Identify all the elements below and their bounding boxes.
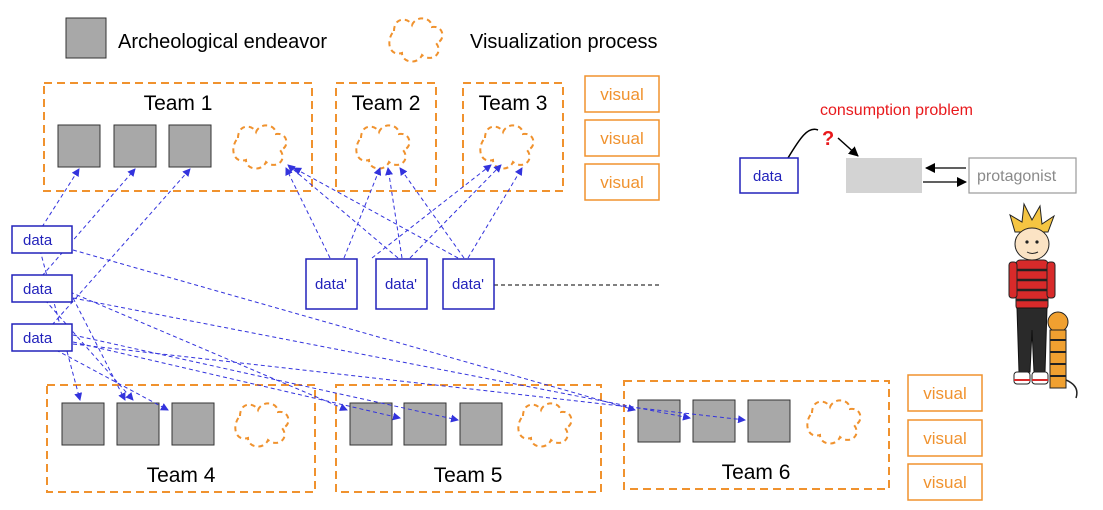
placeholder-box bbox=[846, 158, 922, 193]
team-1-box bbox=[43, 82, 313, 192]
consumption-data-label: data bbox=[753, 168, 783, 185]
arrow bbox=[41, 168, 136, 277]
arrow bbox=[72, 249, 636, 412]
data-box: data bbox=[11, 225, 73, 254]
connector-curve bbox=[787, 128, 819, 159]
team-4-artifact bbox=[116, 402, 160, 446]
arrow bbox=[72, 343, 746, 424]
visual-output-label: visual bbox=[923, 473, 966, 492]
team-2-label: Team 2 bbox=[352, 92, 421, 115]
visual-output-label: visual bbox=[600, 173, 643, 192]
team-4-artifact bbox=[61, 402, 105, 446]
visual-output: visual bbox=[584, 163, 660, 201]
question-mark: ? bbox=[822, 128, 834, 150]
legend-visualization-label: Visualization process bbox=[470, 31, 658, 53]
visual-output-label: visual bbox=[923, 384, 966, 403]
team-3-label: Team 3 bbox=[479, 92, 548, 115]
consumption-problem: consumption problem ? data protagonist bbox=[739, 102, 1077, 194]
team-6-artifact bbox=[692, 399, 736, 443]
team-1-artifact bbox=[113, 124, 157, 168]
data-box-label: data bbox=[23, 330, 53, 347]
data-prime-label: data' bbox=[452, 276, 484, 293]
team-1-label: Team 1 bbox=[144, 92, 213, 115]
visual-output: visual bbox=[907, 419, 983, 457]
visual-outputs: visual visual visual visual visual visua… bbox=[584, 75, 983, 501]
legend-visualization-cloud-icon bbox=[388, 17, 444, 63]
protagonist-label: protagonist bbox=[977, 168, 1057, 185]
team-1-artifact bbox=[57, 124, 101, 168]
visual-output-label: visual bbox=[600, 129, 643, 148]
visual-output: visual bbox=[907, 463, 983, 501]
visual-output: visual bbox=[907, 374, 983, 412]
arrow bbox=[409, 164, 502, 259]
data-prime-box: data' bbox=[305, 258, 358, 310]
arrow bbox=[69, 291, 126, 401]
team-6-artifact bbox=[637, 399, 681, 443]
arrow bbox=[55, 349, 169, 411]
protagonist-box bbox=[968, 157, 1077, 194]
team-3-visualization-cloud-icon bbox=[479, 124, 535, 170]
data-box-label: data bbox=[23, 281, 53, 298]
arrow bbox=[399, 167, 465, 259]
arrow bbox=[343, 167, 382, 259]
consumption-problem-label: consumption problem bbox=[820, 102, 973, 119]
team-6-box bbox=[623, 380, 890, 490]
visual-output: visual bbox=[584, 75, 660, 113]
consumption-data-box bbox=[739, 157, 799, 194]
team-5-artifact bbox=[349, 402, 393, 446]
legend-archeological-swatch bbox=[65, 17, 107, 59]
team-1-artifact bbox=[168, 124, 212, 168]
arrow bbox=[293, 167, 459, 259]
team-5-box bbox=[335, 384, 602, 493]
arrow bbox=[287, 164, 399, 259]
team-5-artifact bbox=[403, 402, 447, 446]
arrow-to-placeholder bbox=[837, 137, 859, 157]
data-prime-box: data' bbox=[375, 258, 428, 310]
data-box: data bbox=[11, 323, 73, 352]
data-flow-arrows bbox=[39, 164, 746, 424]
artifact-squares bbox=[57, 124, 791, 446]
arrow bbox=[467, 167, 523, 259]
data-prime-boxes: data' data' data' bbox=[305, 258, 495, 310]
arrow bbox=[72, 297, 691, 421]
arrow bbox=[69, 291, 348, 411]
team-2-visualization-cloud-icon bbox=[355, 124, 411, 170]
team-4-visualization-cloud-icon bbox=[234, 402, 290, 448]
arrow bbox=[44, 299, 134, 401]
protagonist-illustration bbox=[1008, 202, 1078, 399]
arrow bbox=[285, 167, 331, 259]
team-boxes bbox=[43, 82, 890, 493]
team-6-visualization-cloud-icon bbox=[806, 399, 862, 445]
team-6-artifact bbox=[747, 399, 791, 443]
visual-output: visual bbox=[584, 119, 660, 157]
team-4-box bbox=[46, 384, 316, 493]
data-boxes: data data data bbox=[11, 225, 73, 352]
arrow bbox=[385, 167, 403, 259]
data-box-label: data bbox=[23, 232, 53, 249]
arrow bbox=[41, 168, 80, 228]
arrow bbox=[72, 334, 459, 423]
team-6-label: Team 6 bbox=[722, 461, 791, 484]
data-box: data bbox=[11, 274, 73, 303]
team-4-label: Team 4 bbox=[147, 464, 216, 487]
team-4-artifact bbox=[171, 402, 215, 446]
team-labels: Team 1 Team 2 Team 3 Team 4 Team 5 Team … bbox=[144, 92, 791, 487]
legend: Archeological endeavor Visualization pro… bbox=[65, 17, 658, 63]
visual-output-label: visual bbox=[600, 85, 643, 104]
team-5-artifact bbox=[459, 402, 503, 446]
team-5-label: Team 5 bbox=[434, 464, 503, 487]
data-prime-label: data' bbox=[315, 276, 347, 293]
data-prime-box: data' bbox=[442, 258, 495, 310]
team-5-visualization-cloud-icon bbox=[517, 402, 573, 448]
legend-archeological-label: Archeological endeavor bbox=[118, 31, 327, 53]
data-prime-label: data' bbox=[385, 276, 417, 293]
visual-output-label: visual bbox=[923, 429, 966, 448]
team-1-visualization-cloud-icon bbox=[232, 124, 288, 170]
